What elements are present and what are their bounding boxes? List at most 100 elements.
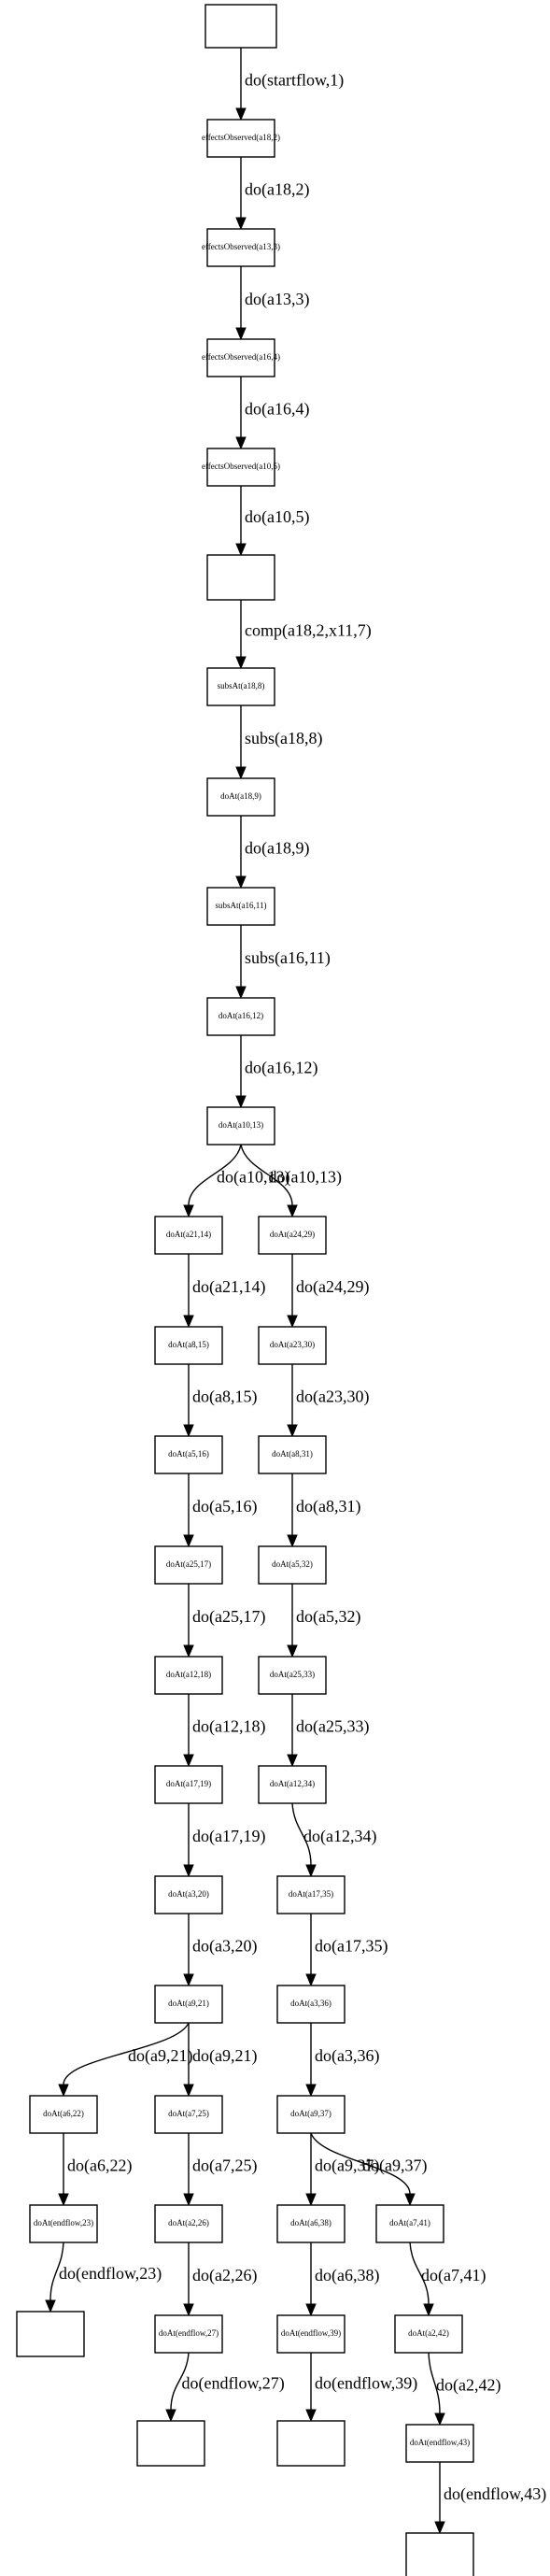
diagram-edge: do(a10,13) xyxy=(240,1144,342,1218)
diagram-node: effectsObserved(a18,2) xyxy=(202,119,280,158)
node-box xyxy=(206,887,275,926)
edge-label: do(a5,32) xyxy=(296,1607,360,1627)
edge-line xyxy=(291,1802,312,1866)
node-label: doAt(a21,14) xyxy=(166,1230,211,1239)
arrowhead xyxy=(183,1534,194,1548)
node-box xyxy=(29,2095,98,2134)
node-label: doAt(endflow,27) xyxy=(159,2328,219,2338)
diagram-node: doAt(a7,25) xyxy=(154,2095,223,2134)
arrowhead xyxy=(58,2084,69,2098)
diagram-edge: do(a3,36) xyxy=(305,2023,379,2098)
diagram-edge: do(a24,29) xyxy=(287,1254,369,1329)
diagram-edge: do(a21,14) xyxy=(183,1254,265,1329)
arrowhead xyxy=(183,1754,194,1768)
edge-label: do(a3,20) xyxy=(192,1937,257,1957)
edge-label: do(a16,4) xyxy=(245,400,309,420)
arrowhead xyxy=(58,2193,69,2207)
node-label: doAt(a5,16) xyxy=(168,1449,209,1459)
edge-label: do(endflow,39) xyxy=(315,2374,417,2394)
edge-label: do(a18,2) xyxy=(245,180,309,200)
node-box xyxy=(154,1545,223,1585)
node-box xyxy=(258,1656,327,1695)
node-label: doAt(a8,15) xyxy=(168,1340,209,1349)
diagram-node xyxy=(405,2532,474,2576)
node-box xyxy=(206,777,275,817)
diagram-node: subsAt(a18,8) xyxy=(206,667,275,706)
arrowhead xyxy=(305,2409,317,2423)
diagram-edge: do(a23,30) xyxy=(287,1364,369,1438)
diagram-edge: do(startflow,1) xyxy=(235,48,344,121)
diagram-edge: do(a6,38) xyxy=(305,2242,379,2317)
diagram-edge: do(a18,9) xyxy=(235,816,309,890)
diagram-node: doAt(endflow,43) xyxy=(405,2424,474,2463)
diagram-edge: do(endflow,27) xyxy=(165,2352,285,2423)
node-label: doAt(a2,42) xyxy=(408,2328,449,2338)
node-label: doAt(a12,18) xyxy=(166,1670,211,1679)
edge-label: do(a9,21) xyxy=(192,2046,257,2066)
node-label: doAt(a23,30) xyxy=(270,1340,315,1349)
diagram-edge: do(a25,17) xyxy=(183,1584,265,1658)
edge-label: do(a8,31) xyxy=(296,1497,360,1516)
node-box xyxy=(405,2424,474,2463)
arrowhead xyxy=(45,2299,56,2313)
diagram-edge: do(a9,21) xyxy=(183,2023,257,2098)
diagram-node: doAt(a8,15) xyxy=(154,1326,223,1365)
diagram-edge: do(a9,37) xyxy=(310,2132,427,2207)
edge-line xyxy=(63,2022,190,2085)
edge-label: do(a6,38) xyxy=(315,2266,379,2285)
arrowhead xyxy=(287,1644,298,1658)
diagram-edge: do(a9,37) xyxy=(305,2133,379,2207)
node-box xyxy=(154,2314,223,2354)
edge-label: do(a10,13) xyxy=(269,1168,342,1188)
edge-label: do(a25,17) xyxy=(192,1607,265,1627)
node-label: doAt(a17,35) xyxy=(289,1889,333,1899)
diagram-node: doAt(a5,32) xyxy=(258,1545,327,1585)
node-box xyxy=(276,2314,346,2354)
node-box xyxy=(154,1326,223,1365)
node-box xyxy=(204,4,277,49)
diagram-edge: do(endflow,23) xyxy=(45,2242,162,2313)
edge-label: do(a16,12) xyxy=(245,1059,317,1078)
node-label: doAt(a3,36) xyxy=(290,1999,331,2008)
diagram-node: doAt(a24,29) xyxy=(258,1216,327,1255)
diagram-edge: do(a16,12) xyxy=(235,1035,317,1109)
node-box xyxy=(258,1545,327,1585)
arrowhead xyxy=(434,2521,445,2535)
edge-line xyxy=(49,2242,64,2301)
node-label: doAt(a9,21) xyxy=(168,1999,209,2008)
node-box xyxy=(405,2532,474,2576)
node-label: doAt(a10,13) xyxy=(219,1120,263,1130)
diagram-edge: do(a5,16) xyxy=(183,1473,257,1548)
arrowhead xyxy=(165,2409,176,2423)
arrowhead xyxy=(305,1864,317,1878)
node-box xyxy=(154,1216,223,1255)
node-box xyxy=(206,667,275,706)
edge-label: do(a9,37) xyxy=(315,2156,379,2176)
node-label: doAt(a7,25) xyxy=(168,2109,209,2118)
diagram-node xyxy=(204,4,277,49)
edge-label: subs(a16,11) xyxy=(245,948,331,968)
node-label: effectsObserved(a18,2) xyxy=(202,133,280,142)
diagram-edge: do(a17,35) xyxy=(305,1914,388,1987)
node-label: doAt(a6,38) xyxy=(290,2218,331,2227)
arrowhead xyxy=(287,1754,298,1768)
arrowhead xyxy=(305,2303,317,2317)
diagram-edge: do(endflow,43) xyxy=(434,2462,546,2535)
node-label: doAt(a7,41) xyxy=(389,2218,430,2227)
diagram-node: effectsObserved(a10,5) xyxy=(202,448,280,487)
arrowhead xyxy=(235,543,247,557)
diagram-edge: do(a10,13) xyxy=(183,1144,289,1218)
arrowhead xyxy=(235,217,247,231)
node-box xyxy=(154,2095,223,2134)
edge-line xyxy=(188,1144,242,1206)
arrowhead xyxy=(235,656,247,670)
diagram-node: doAt(a6,22) xyxy=(29,2095,98,2134)
node-label: doAt(a16,12) xyxy=(219,1011,263,1020)
diagram-node: doAt(a7,41) xyxy=(375,2204,444,2243)
node-label: doAt(a5,32) xyxy=(272,1559,313,1569)
edge-label: do(endflow,43) xyxy=(444,2484,546,2504)
edge-label: do(a21,14) xyxy=(192,1277,265,1297)
edge-label: do(endflow,23) xyxy=(59,2264,162,2284)
edge-label: do(a9,37) xyxy=(362,2156,427,2176)
edge-label: do(a2,42) xyxy=(436,2376,501,2396)
